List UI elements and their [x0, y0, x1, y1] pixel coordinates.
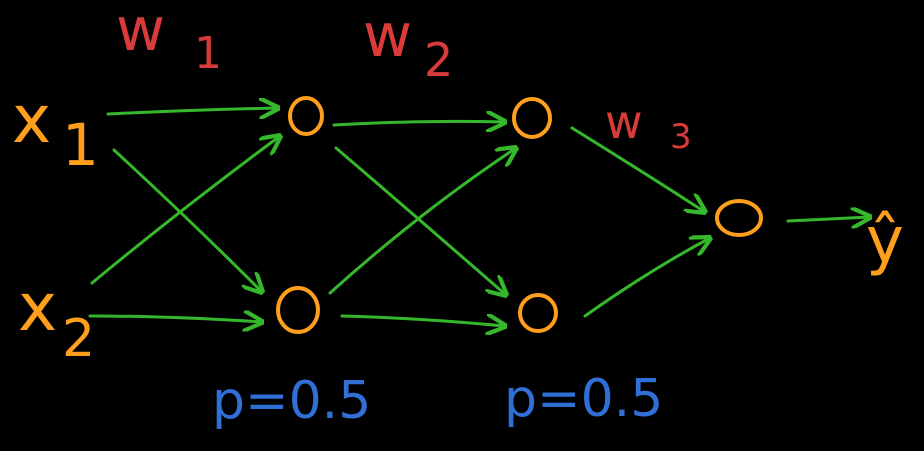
edge-h1a-h2a: [332, 121, 505, 125]
edge-h2b-out: [583, 238, 710, 318]
node-hidden1-bottom: [276, 286, 320, 334]
weight-labels: w 1 w 2 w 3: [116, 0, 692, 157]
edge-out-yhat: [786, 217, 870, 221]
edge-x2-h1a: [90, 136, 280, 285]
node-hidden2-bottom: [518, 293, 558, 333]
edge-x1-h1a: [106, 108, 278, 114]
edge-x1-h1b: [112, 148, 262, 292]
input-labels: x 1 x 2: [12, 81, 99, 369]
input-x1-subscript: 1: [62, 111, 99, 179]
dropout-labels: p=0.5 p=0.5: [212, 369, 663, 431]
weight-w1-letter: w: [116, 0, 165, 65]
weight-w3-subscript: 3: [670, 117, 692, 157]
input-x1-letter: x: [12, 81, 51, 158]
input-x2-subscript: 2: [62, 309, 95, 369]
edge-h1b-h2a: [328, 148, 516, 295]
nodes: [276, 96, 763, 334]
output-yhat: ŷ: [866, 204, 904, 278]
edges: [88, 108, 870, 326]
input-x2-letter: x: [18, 269, 57, 346]
edge-h1a-h2b: [334, 146, 506, 295]
weight-w1-subscript: 1: [194, 28, 222, 79]
weight-w2-letter: w: [363, 1, 412, 71]
edge-h2a-out: [570, 126, 705, 212]
edge-h1b-h2b: [340, 316, 505, 326]
weight-w3-letter: w: [605, 95, 643, 149]
weight-w2-subscript: 2: [424, 33, 453, 87]
node-hidden2-top: [512, 97, 552, 139]
node-output: [715, 199, 763, 237]
dropout-label-layer2: p=0.5: [504, 369, 663, 429]
dropout-label-layer1: p=0.5: [212, 371, 371, 431]
node-hidden1-top: [288, 96, 324, 136]
edge-x2-h1b: [88, 316, 262, 322]
